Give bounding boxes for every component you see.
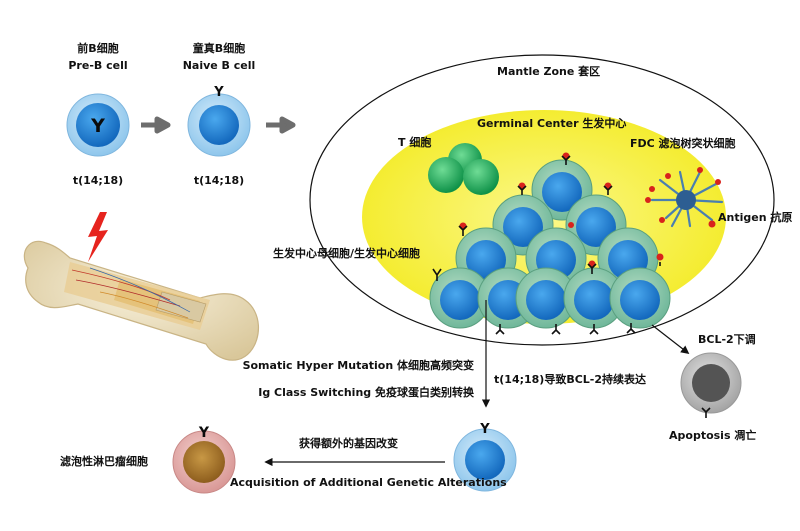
lightning-icon bbox=[88, 212, 108, 262]
naive-b-cell: Y bbox=[187, 85, 251, 157]
pre-b-receptor-glyph: Y bbox=[90, 115, 105, 137]
antigen-label: Antigen 抗原 bbox=[718, 211, 793, 224]
gc-cell bbox=[515, 267, 577, 329]
bcl2-down-label: BCL-2下调 bbox=[698, 333, 756, 346]
pre-b-en-label: Pre-B cell bbox=[68, 59, 128, 72]
gray-arrow-2 bbox=[266, 116, 296, 134]
naive-b-cn-label: 童真B细胞 bbox=[192, 42, 246, 55]
germinal-center-label: Germinal Center 生发中心 bbox=[477, 117, 627, 130]
receptor-marks bbox=[432, 155, 661, 335]
gray-arrow-1 bbox=[141, 116, 171, 134]
apoptotic-cell bbox=[680, 352, 742, 418]
naive-b-en-label: Naive B cell bbox=[182, 59, 256, 72]
t-cell-label: T 细胞 bbox=[398, 136, 432, 149]
extra-genetic-cn-label: 获得额外的基因改变 bbox=[299, 437, 398, 450]
pre-b-cn-label: 前B细胞 bbox=[77, 42, 119, 55]
apoptosis-label: Apoptosis 凋亡 bbox=[669, 429, 757, 442]
lymphoma-cell: Y bbox=[172, 425, 236, 494]
somatic-hyper-mutation-label: Somatic Hyper Mutation 体细胞高频突变 bbox=[242, 359, 474, 372]
gc-cell bbox=[609, 267, 671, 329]
post-gc-b-cell: Y bbox=[453, 422, 517, 492]
post-gc-receptor-glyph: Y bbox=[479, 422, 490, 437]
ig-class-switching-label: Ig Class Switching 免疫球蛋白类别转换 bbox=[258, 386, 474, 399]
pre-b-translocation-label: t(14;18) bbox=[72, 174, 124, 187]
naive-b-receptor-glyph: Y bbox=[213, 85, 224, 100]
t-cells bbox=[428, 143, 499, 195]
gc-cell bbox=[429, 267, 491, 329]
arrow-to-apoptosis bbox=[651, 324, 690, 355]
gc-cell bbox=[563, 267, 625, 329]
fdc-label: FDC 滤泡树突状细胞 bbox=[630, 137, 736, 150]
lymphoma-label: 滤泡性淋巴瘤细胞 bbox=[60, 455, 148, 468]
bone-illustration bbox=[23, 240, 260, 361]
naive-b-translocation-label: t(14;18) bbox=[193, 174, 245, 187]
fdc-cell bbox=[645, 167, 724, 228]
germinal-center-cells bbox=[429, 152, 671, 335]
centroblast-label: 生发中心母细胞/生发中心细胞 bbox=[273, 247, 421, 260]
bcl2-persistent-label: t(14;18)导致BCL-2持续表达 bbox=[494, 373, 647, 386]
pre-b-cell: Y bbox=[66, 93, 130, 157]
lymphoma-receptor-glyph: Y bbox=[198, 425, 210, 441]
extra-genetic-en-label: Acquisition of Additional Genetic Altera… bbox=[230, 476, 507, 489]
mantle-zone-label: Mantle Zone 套区 bbox=[497, 65, 601, 78]
